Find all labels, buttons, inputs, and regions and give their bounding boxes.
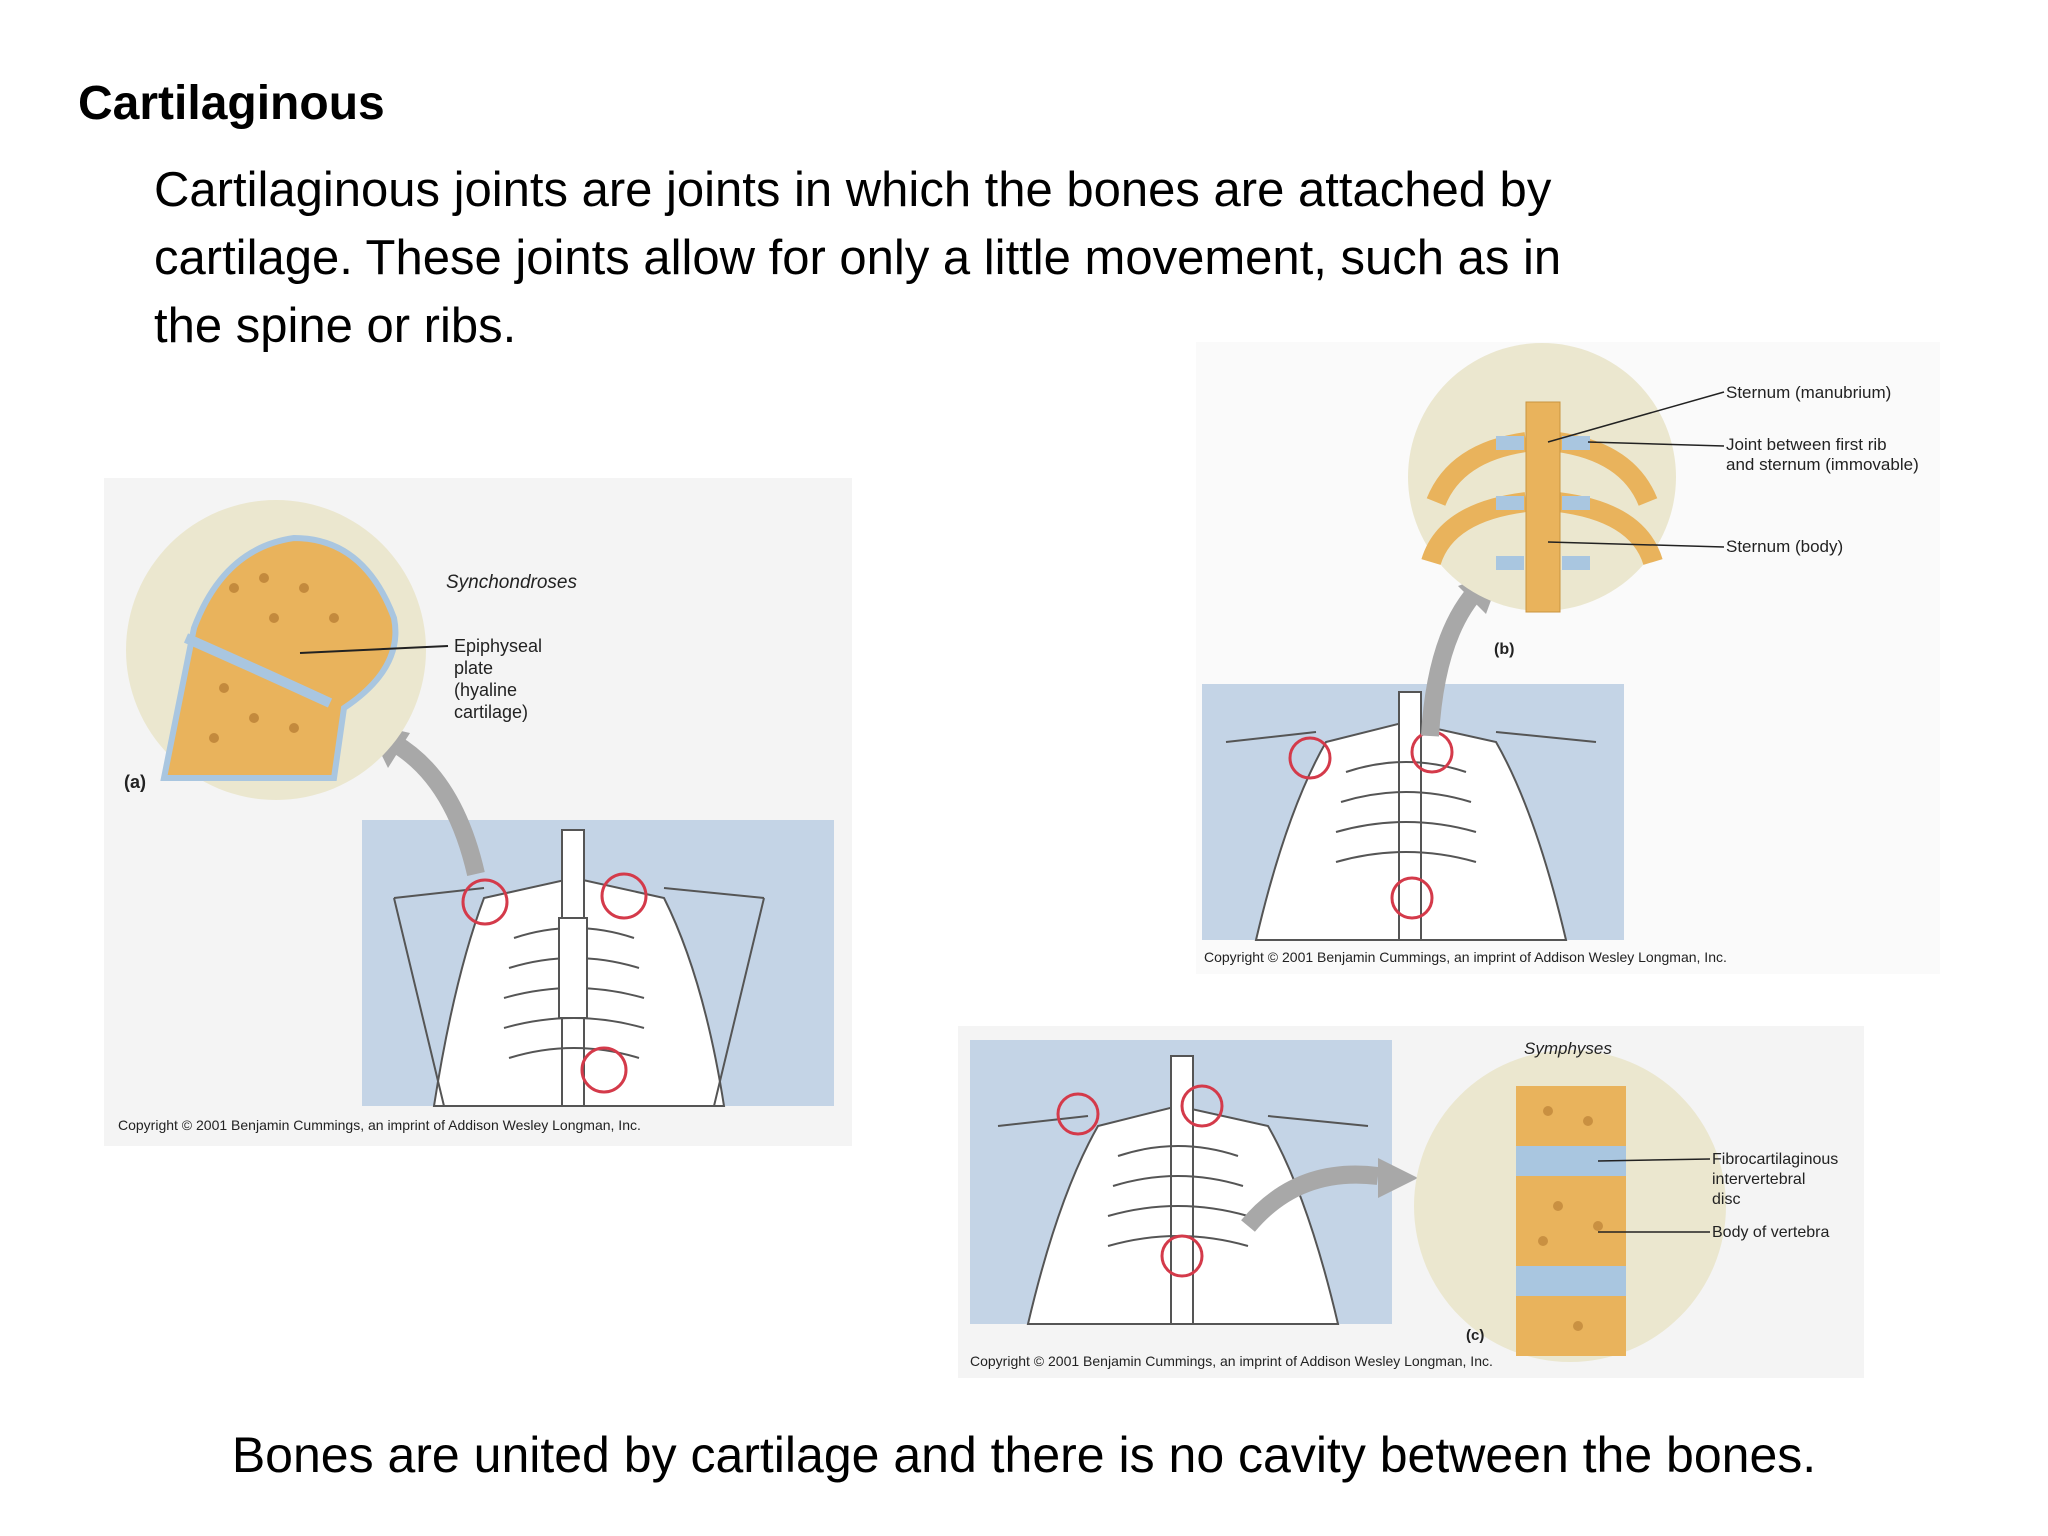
copyright-text: Copyright © 2001 Benjamin Cummings, an i… (118, 1117, 641, 1133)
arrow-icon (1241, 1165, 1380, 1232)
body-paragraph: Cartilaginous joints are joints in which… (154, 156, 1714, 360)
figure-synchondroses: Synchondroses Epiphyseal plate (hyaline … (104, 478, 852, 1146)
body-line: Cartilaginous joints are joints in which… (154, 163, 1552, 217)
panel-label: (a) (124, 772, 146, 792)
copyright-text: Copyright © 2001 Benjamin Cummings, an i… (970, 1353, 1493, 1369)
figure-label: cartilage) (454, 702, 528, 722)
figure-label: intervertebral (1712, 1171, 1805, 1188)
body-line: the spine or ribs. (154, 299, 517, 353)
figure-label: disc (1712, 1191, 1740, 1208)
joint-highlight (1288, 736, 1332, 780)
figure-label: plate (454, 658, 493, 678)
vertebra-column (1516, 1086, 1626, 1356)
figure-label: and sternum (immovable) (1726, 455, 1919, 474)
joint-highlight (600, 872, 648, 920)
joint-highlight (1180, 1084, 1224, 1128)
figure-heading: Symphyses (1524, 1039, 1612, 1058)
joint-highlight (580, 1046, 628, 1094)
footer-statement: Bones are united by cartilage and there … (231, 1427, 1817, 1483)
joint-highlight (1160, 1234, 1204, 1278)
skeleton-illustration (393, 829, 765, 1107)
figure-heading: Synchondroses (446, 572, 577, 593)
figure-label: Epiphyseal (454, 636, 542, 656)
joint-highlight (1056, 1092, 1100, 1136)
skeleton-illustration (997, 1055, 1369, 1325)
figure-label: Sternum (manubrium) (1726, 383, 1891, 402)
joint-highlight (461, 878, 509, 926)
figure-label: Fibrocartilaginous (1712, 1151, 1838, 1168)
joint-highlight (1390, 876, 1434, 920)
panel-label: (c) (1466, 1327, 1484, 1344)
copyright-text: Copyright © 2001 Benjamin Cummings, an i… (1204, 949, 1727, 965)
panel-label: (b) (1494, 641, 1514, 658)
arrow-icon (389, 735, 485, 877)
body-line: cartilage. These joints allow for only a… (154, 231, 1562, 285)
figure-sternum: Sternum (manubrium) Joint between first … (1196, 342, 1940, 974)
figure-symphyses: Symphyses Fibrocartilaginous interverteb… (958, 1026, 1864, 1378)
figure-label: Joint between first rib (1726, 435, 1887, 454)
slide-title: Cartilaginous (78, 77, 385, 130)
figure-label: Body of vertebra (1712, 1224, 1830, 1241)
figure-label: (hyaline (454, 680, 517, 700)
figure-label: Sternum (body) (1726, 537, 1843, 556)
